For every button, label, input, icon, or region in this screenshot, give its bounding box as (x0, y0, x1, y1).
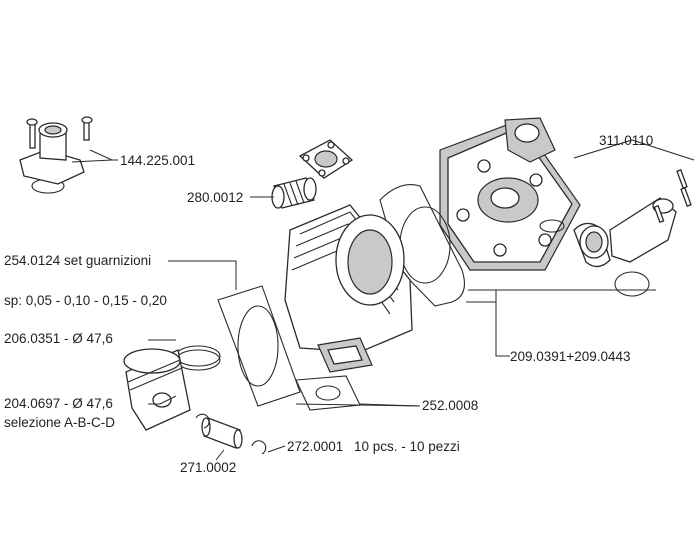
label-water-kit: 311.0110 (599, 133, 653, 148)
needle-bearing (271, 177, 317, 209)
label-piston-selection: selezione A-B-C-D (4, 415, 115, 430)
cylinder-head (439, 117, 581, 271)
label-intake-manifold: 144.225.001 (120, 153, 195, 168)
intake-manifold (19, 116, 93, 194)
piston-pin (201, 417, 243, 449)
cylinder (284, 204, 413, 373)
label-gasket-thickness: sp: 0,05 - 0,10 - 0,15 - 0,20 (4, 293, 167, 308)
circlips (195, 413, 267, 455)
piston (123, 348, 191, 431)
piston-rings (175, 345, 221, 371)
label-piston-pin: 271.0002 (180, 460, 236, 475)
label-piston-rings: 206.0351 - Ø 47,6 (4, 331, 113, 346)
label-circlip: 272.0001 (287, 439, 343, 454)
label-circlip-qty: 10 pcs. - 10 pezzi (354, 439, 460, 454)
small-flange (298, 139, 354, 179)
label-cylinder-head: 209.0391+209.0443 (510, 349, 631, 364)
leader-lines (71, 149, 656, 461)
label-base-gasket: 252.0008 (422, 398, 478, 413)
label-piston: 204.0697 - Ø 47,6 (4, 396, 113, 411)
water-kit (539, 139, 695, 297)
label-needle-bearing: 280.0012 (187, 190, 243, 205)
label-gasket-set: 254.0124 set guarnizioni (4, 253, 151, 268)
